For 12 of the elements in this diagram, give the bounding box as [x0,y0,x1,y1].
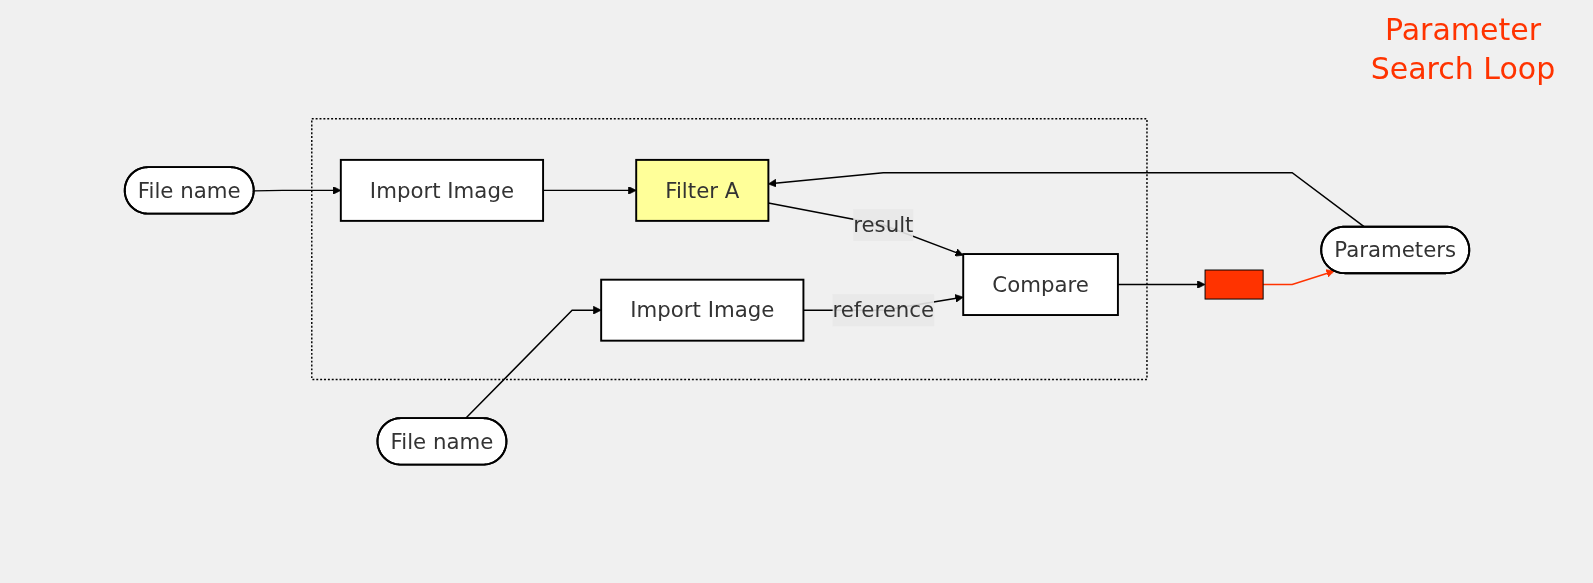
node-box: Import Image [339,158,544,222]
node-box: Import Image [599,278,804,342]
arrow [1261,269,1335,286]
node-box: Filter A [634,158,769,222]
arrow [767,171,1365,228]
cluster [310,117,1148,380]
edge-label: reference [831,297,934,323]
arrow [767,202,964,257]
node-box [1204,269,1264,300]
note-label: Parameter Search Loop [1369,11,1557,88]
node-box: Compare [961,252,1119,316]
edge-label: result [852,212,913,237]
